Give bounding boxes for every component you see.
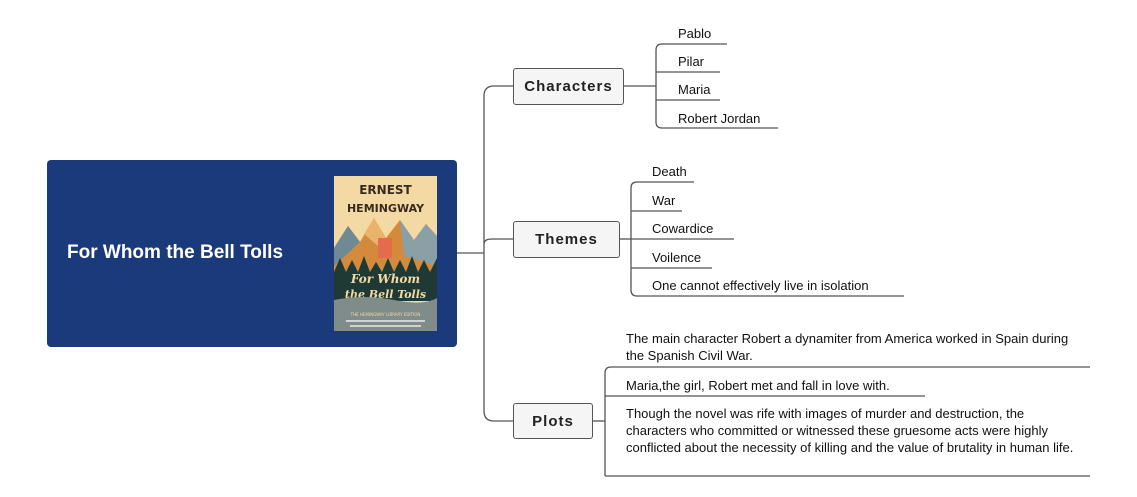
book-cover-image: ERNEST HEMINGWAY For Whom the Bell Tolls… bbox=[334, 176, 437, 331]
branch-themes[interactable]: Themes bbox=[513, 221, 620, 258]
cover-author-line1: ERNEST bbox=[359, 183, 412, 197]
cover-title-line1: For Whom bbox=[350, 272, 420, 286]
leaf-plot-maria[interactable]: Maria,the girl, Robert met and fall in l… bbox=[626, 378, 890, 393]
leaf-war[interactable]: War bbox=[652, 193, 676, 208]
leaf-voilence[interactable]: Voilence bbox=[652, 250, 702, 265]
cover-author-line2: HEMINGWAY bbox=[347, 202, 425, 215]
leaf-cowardice[interactable]: Cowardice bbox=[652, 221, 714, 236]
leaf-isolation[interactable]: One cannot effectively live in isolation bbox=[652, 278, 869, 293]
branch-plots[interactable]: Plots bbox=[513, 403, 593, 439]
cover-edition: THE HEMINGWAY LIBRARY EDITION bbox=[350, 312, 421, 317]
leaf-maria[interactable]: Maria bbox=[678, 82, 711, 97]
leaf-robert-jordan[interactable]: Robert Jordan bbox=[678, 111, 761, 126]
leaf-pilar[interactable]: Pilar bbox=[678, 54, 705, 69]
leaf-plot-conflict[interactable]: Though the novel was rife with images of… bbox=[626, 406, 1074, 455]
root-title: For Whom the Bell Tolls bbox=[67, 242, 284, 263]
leaf-plot-main-character[interactable]: The main character Robert a dynamiter fr… bbox=[626, 331, 1069, 363]
root-topic[interactable]: For Whom the Bell Tolls ERNEST HEMINGWAY… bbox=[47, 160, 457, 347]
branch-characters[interactable]: Characters bbox=[513, 68, 624, 105]
leaf-pablo[interactable]: Pablo bbox=[678, 26, 712, 41]
leaf-death[interactable]: Death bbox=[652, 164, 687, 179]
